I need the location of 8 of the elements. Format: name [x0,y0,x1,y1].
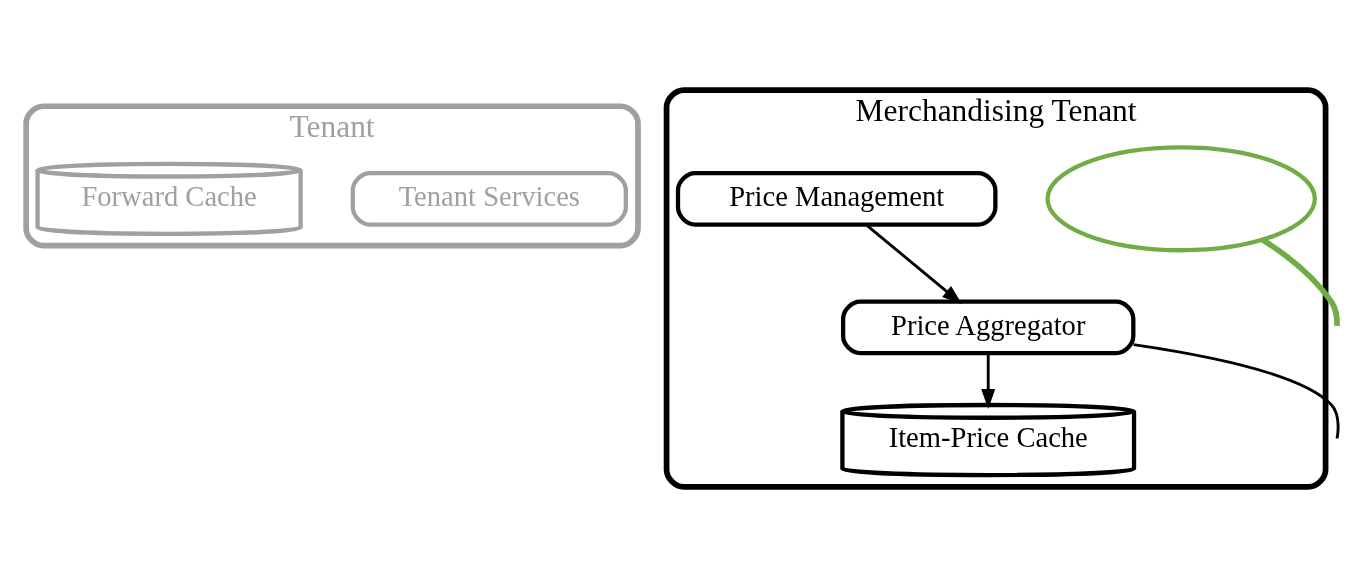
node-box: Price Management [675,170,998,227]
connector [1261,236,1340,326]
node-box: Price Aggregator [840,299,1136,355]
node-ellipse [1045,144,1317,252]
connector [1133,342,1340,439]
arrow [865,223,963,304]
arrow [981,352,996,409]
node-box: Tenant Services [350,170,628,227]
